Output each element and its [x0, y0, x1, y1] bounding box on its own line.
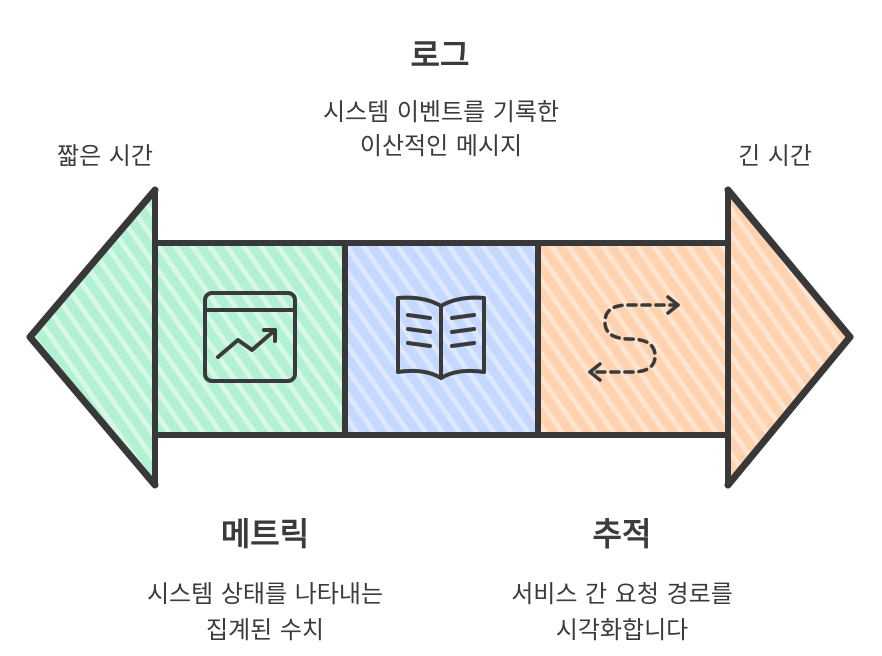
traces-description-line1: 서비스 간 요청 경로를: [511, 580, 733, 608]
logs-title: 로그: [410, 36, 470, 74]
metrics-description-line1: 시스템 상태를 나타내는: [146, 580, 384, 608]
short-time-label: 짧은 시간: [57, 142, 153, 170]
metrics-title: 메트릭: [220, 515, 310, 553]
metrics-description-line2: 집계된 수치: [205, 616, 325, 644]
traces-description-line2: 시각화합니다: [555, 616, 689, 644]
logs-description-line1: 시스템 이벤트를 기록한: [322, 98, 560, 126]
arrow-shaft-outline: [152, 187, 731, 488]
long-time-label: 긴 시간: [738, 142, 812, 170]
dashed-path-icon: [588, 295, 680, 382]
right-arrow-head: [724, 186, 854, 489]
logs-description-line2: 이산적인 메시지: [359, 132, 523, 160]
traces-title: 추적: [592, 515, 652, 553]
chart-trend-icon: [203, 291, 297, 383]
left-arrow-head: [26, 186, 159, 489]
metrics-segment: [155, 243, 345, 435]
open-book-icon: [396, 295, 486, 380]
